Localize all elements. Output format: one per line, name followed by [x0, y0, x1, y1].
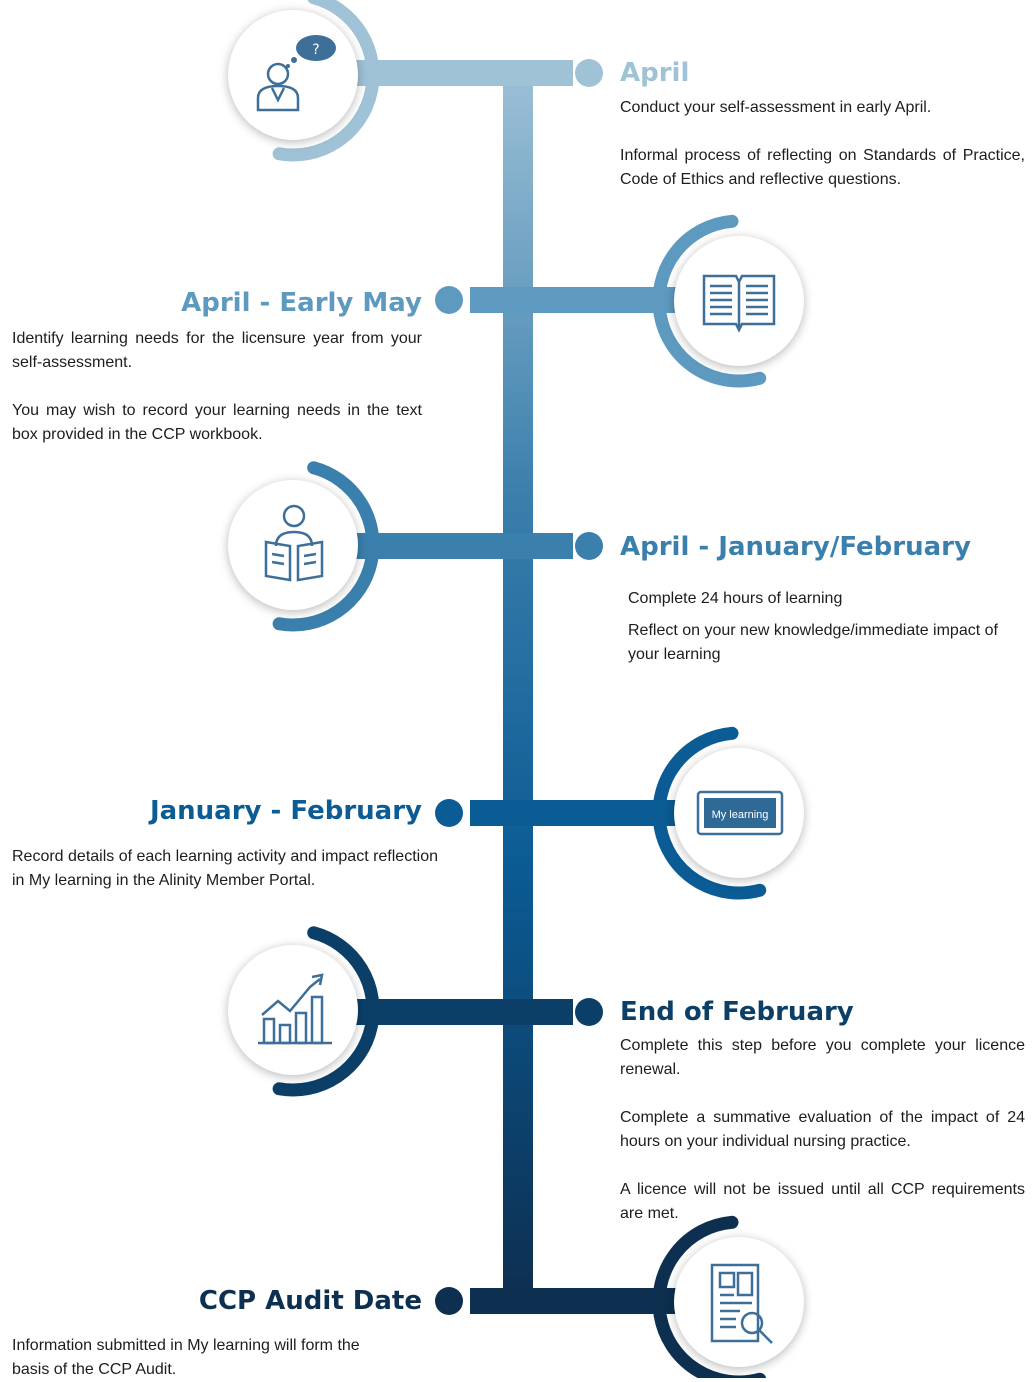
open-book-icon	[702, 274, 776, 333]
step1-icon-badge: ?	[228, 10, 358, 140]
step3-dot	[575, 532, 603, 560]
step5-dot	[575, 998, 603, 1026]
step4-description: Record details of each learning activity…	[12, 845, 442, 893]
step2-arc	[652, 214, 767, 388]
document-search-icon	[710, 1263, 773, 1344]
step2-text-2: You may wish to record your learning nee…	[12, 402, 422, 443]
step5-text-2: Complete a summative evaluation of the i…	[620, 1109, 1025, 1150]
step1-title: April	[620, 58, 690, 88]
step3-description: Complete 24 hours of learning Reflect on…	[628, 587, 998, 667]
timeline-trunk	[503, 60, 533, 1300]
step5-text-3: A licence will not be issued until all C…	[620, 1181, 1025, 1222]
step4-title: January - February	[149, 796, 422, 826]
step1-arc	[272, 0, 380, 162]
step5-arc	[272, 926, 380, 1097]
step6-icon-badge	[674, 1237, 804, 1367]
step1-description: Conduct your self-assessment in early Ap…	[620, 96, 1025, 192]
thinking-person-icon: ?	[256, 35, 336, 112]
step2-title: April - Early May	[181, 288, 422, 318]
step4-arc	[652, 726, 767, 900]
step6-arc	[652, 1215, 767, 1378]
step2-dot	[435, 286, 463, 314]
step4-icon-badge: My learning	[674, 748, 804, 878]
step6-title: CCP Audit Date	[198, 1286, 422, 1316]
step3-title: April - January/February	[620, 532, 971, 562]
step3-arc	[272, 461, 380, 632]
step2-text-1: Identify learning needs for the licensur…	[12, 330, 422, 371]
step5-title: End of February	[620, 997, 854, 1027]
step3-icon-badge	[228, 480, 358, 610]
step5-description: Complete this step before you complete y…	[620, 1034, 1025, 1226]
step3-text-2: Reflect on your new knowledge/immediate …	[628, 622, 998, 663]
step2-description: Identify learning needs for the licensur…	[12, 327, 422, 447]
step3-text-1: Complete 24 hours of learning	[628, 590, 843, 607]
step1-dot	[575, 59, 603, 87]
step4-text-1: Record details of each learning activity…	[12, 848, 438, 889]
my-learning-label: My learning	[712, 809, 769, 821]
step6-description: Information submitted in My learning wil…	[12, 1334, 382, 1382]
my-learning-screen-icon: My learning	[696, 790, 784, 836]
step1-text-2: Informal process of reflecting on Standa…	[620, 147, 1025, 188]
growth-chart-icon	[258, 973, 332, 1045]
step4-dot	[435, 799, 463, 827]
step6-dot	[435, 1287, 463, 1315]
svg-text:?: ?	[312, 42, 319, 58]
person-reading-icon	[264, 504, 324, 582]
step6-text-1: Information submitted in My learning wil…	[12, 1337, 360, 1378]
step1-text-1: Conduct your self-assessment in early Ap…	[620, 99, 932, 116]
step5-text-1: Complete this step before you complete y…	[620, 1037, 1025, 1078]
step5-icon-badge	[228, 945, 358, 1075]
step2-icon-badge	[674, 236, 804, 366]
